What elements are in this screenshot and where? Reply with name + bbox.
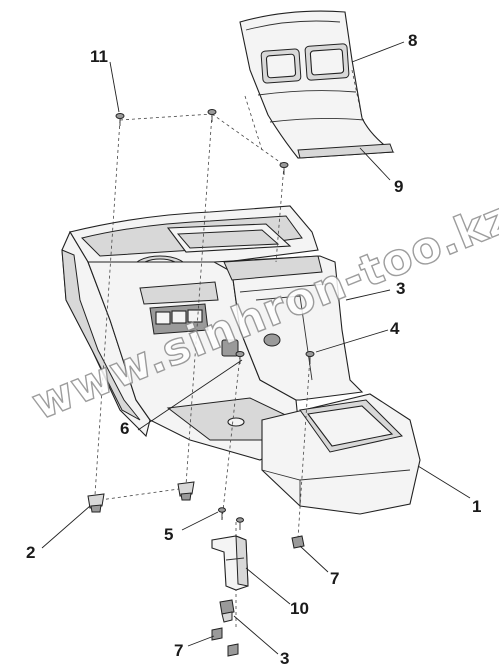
callout-5: 5 [164, 525, 173, 544]
part-4-screw [305, 351, 315, 364]
part-6-screw [235, 351, 245, 364]
part-1-center-console [61, 205, 421, 515]
callout-6: 6 [120, 419, 129, 438]
part-5-screws [218, 507, 244, 530]
callout-3-top: 3 [396, 279, 405, 298]
callout-3-bottom: 3 [280, 649, 289, 668]
part-11-screws [115, 109, 289, 175]
callout-2: 2 [26, 543, 35, 562]
screw-11a [115, 113, 125, 126]
part-7-nut-right [291, 535, 305, 549]
callout-4: 4 [390, 319, 400, 338]
construction-lines [94, 69, 363, 630]
callout-1: 1 [472, 497, 481, 516]
part-2-clips [87, 481, 195, 513]
callout-9: 9 [394, 177, 403, 196]
part-7-nuts-bottom [211, 627, 239, 657]
callout-10: 10 [290, 599, 309, 618]
callout-7-right: 7 [330, 569, 339, 588]
part-10-bracket [211, 535, 249, 591]
callout-numbers: 11 8 9 3 4 6 1 2 5 7 10 7 3 [26, 31, 481, 668]
callout-8: 8 [408, 31, 417, 50]
callout-7-bottom: 7 [174, 641, 183, 660]
callout-11: 11 [90, 47, 108, 66]
leader-lines [41, 41, 471, 655]
part-3-bolt-bottom [219, 599, 235, 623]
part-8-cover-panel [239, 10, 395, 159]
screw-11c [279, 162, 289, 175]
screw-11b [207, 109, 217, 122]
